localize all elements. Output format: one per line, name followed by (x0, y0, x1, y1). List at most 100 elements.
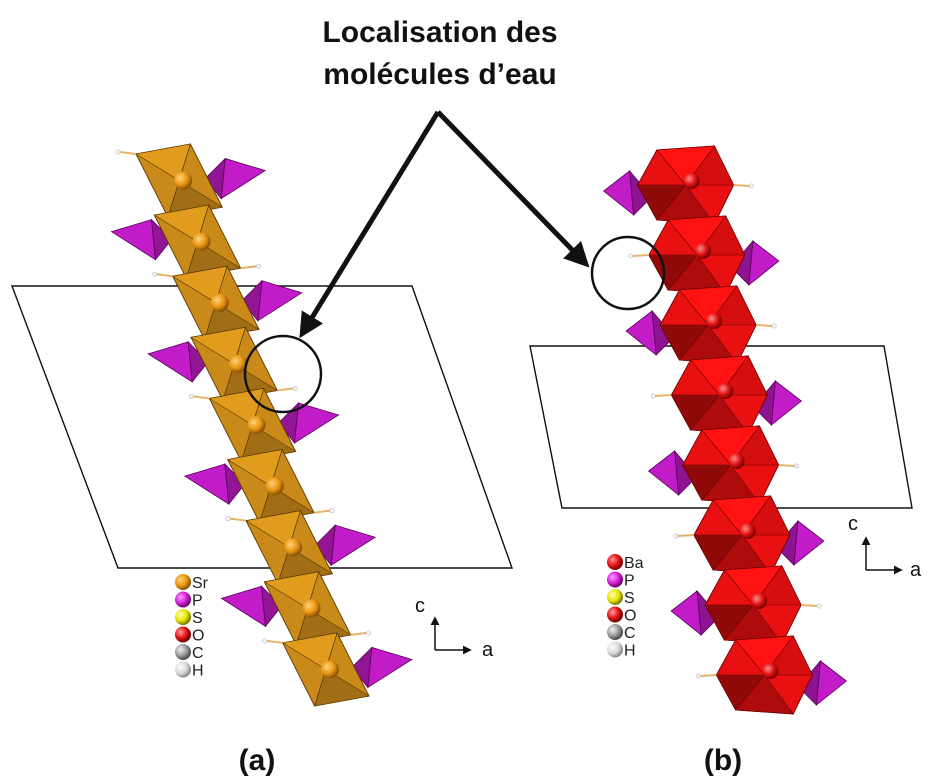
arrow-to-panel-b (436, 110, 590, 268)
ba-atom (739, 523, 756, 539)
legend-swatch (607, 589, 623, 605)
legend-label: H (192, 663, 204, 680)
ba-atom (717, 383, 734, 399)
water-hydrogen (628, 253, 649, 259)
arrow-to-panel-a (299, 110, 441, 339)
legend-label: Ba (624, 555, 644, 572)
ba-polyhedron (637, 145, 735, 225)
sr-atom (320, 660, 339, 679)
panel-label-b: (b) (704, 744, 742, 777)
phosphate-tetrahedron (147, 340, 209, 383)
legend-swatch (175, 661, 191, 678)
water-hydrogen (695, 673, 717, 679)
phosphate-tetrahedron (752, 379, 803, 426)
legend-label: P (192, 593, 203, 610)
legend-label: O (624, 608, 636, 625)
axis-label-c-b: c (848, 513, 858, 535)
axis-label-a-b: a (910, 559, 922, 581)
unit-cell-b (529, 345, 913, 509)
water-hydrogen (673, 533, 694, 539)
water-hydrogen (733, 183, 755, 189)
legend-swatch (175, 644, 191, 660)
legend-swatch (175, 574, 191, 590)
ba-atom (728, 453, 745, 469)
sr-atom (174, 171, 193, 190)
water-hydrogen (188, 393, 210, 400)
legend-label: S (624, 590, 635, 607)
legend-label: C (624, 625, 636, 642)
legend-swatch (175, 591, 191, 608)
water-hydrogen (240, 263, 262, 270)
phosphate-tetrahedron (775, 519, 825, 566)
panel-label-a: (a) (239, 744, 276, 777)
sr-polyhedron (171, 265, 260, 340)
ba-polyhedron (670, 355, 768, 435)
water-hydrogen (262, 638, 283, 644)
ba-atom (694, 243, 711, 259)
legend-item-h: H (607, 641, 636, 660)
water-hydrogen (801, 603, 822, 609)
water-hydrogen (778, 463, 800, 469)
ba-atom (683, 173, 700, 189)
legend-item-s: S (607, 589, 635, 607)
legend-swatch (175, 609, 191, 625)
axis-label-c-a: c (415, 595, 425, 617)
water-hydrogen (313, 508, 335, 514)
phosphate-tetrahedron (110, 218, 173, 261)
legend-item-c: C (607, 624, 636, 642)
water-hydrogen (350, 630, 372, 636)
phosphate-tetrahedron (220, 585, 283, 628)
ba-polyhedron (682, 425, 780, 505)
polyhedra-chain-sr (110, 143, 413, 707)
sr-polyhedron (245, 510, 334, 585)
legend-item-s: S (175, 609, 203, 627)
phosphate-tetrahedron (797, 659, 848, 706)
polyhedra-chain-ba (602, 145, 848, 715)
legend-item-ba: Ba (607, 554, 644, 572)
water-hydrogen (152, 271, 173, 278)
water-hydrogen (225, 516, 247, 522)
water-hydrogen (650, 393, 672, 399)
water-hydrogen (115, 149, 137, 155)
ba-atom (706, 313, 723, 329)
legend-label: O (192, 628, 204, 645)
annotation-line-1: Localisation des (322, 16, 557, 49)
legend-swatch (607, 571, 623, 588)
water-location-circle-b (590, 235, 666, 311)
legend-item-h: H (175, 661, 204, 680)
sr-atom (210, 293, 229, 312)
phosphate-tetrahedron (204, 157, 267, 200)
sr-atom (192, 232, 211, 251)
water-hydrogen (277, 385, 298, 392)
axis-indicator-b: c a (848, 513, 922, 581)
sr-atom (284, 538, 303, 557)
legend-item-sr: Sr (175, 574, 209, 592)
legend-item-o: O (175, 626, 204, 645)
legend-swatch (175, 626, 191, 643)
legend-label: H (624, 643, 636, 660)
legend-swatch (607, 641, 623, 658)
ba-polyhedron (704, 565, 802, 645)
phosphate-tetrahedron (277, 401, 340, 445)
axis-label-a-a: a (482, 639, 494, 661)
legend-swatch (607, 554, 623, 570)
water-hydrogen (756, 323, 777, 329)
ba-polyhedron (715, 635, 813, 715)
ba-atom (751, 593, 768, 609)
sr-atom (265, 477, 284, 496)
legend-item-p: P (175, 591, 203, 610)
legend-label: Sr (192, 575, 209, 592)
legend-label: C (192, 645, 204, 662)
phosphate-tetrahedron (183, 463, 246, 506)
legend-item-c: C (175, 644, 204, 662)
water-location-circle-a (243, 334, 323, 414)
legend-item-p: P (607, 571, 635, 590)
sr-atom (229, 354, 248, 373)
legend-label: S (192, 610, 203, 627)
legend-label: P (624, 573, 635, 590)
sr-polyhedron (281, 632, 370, 707)
annotation-line-2: molécules d’eau (323, 58, 556, 91)
